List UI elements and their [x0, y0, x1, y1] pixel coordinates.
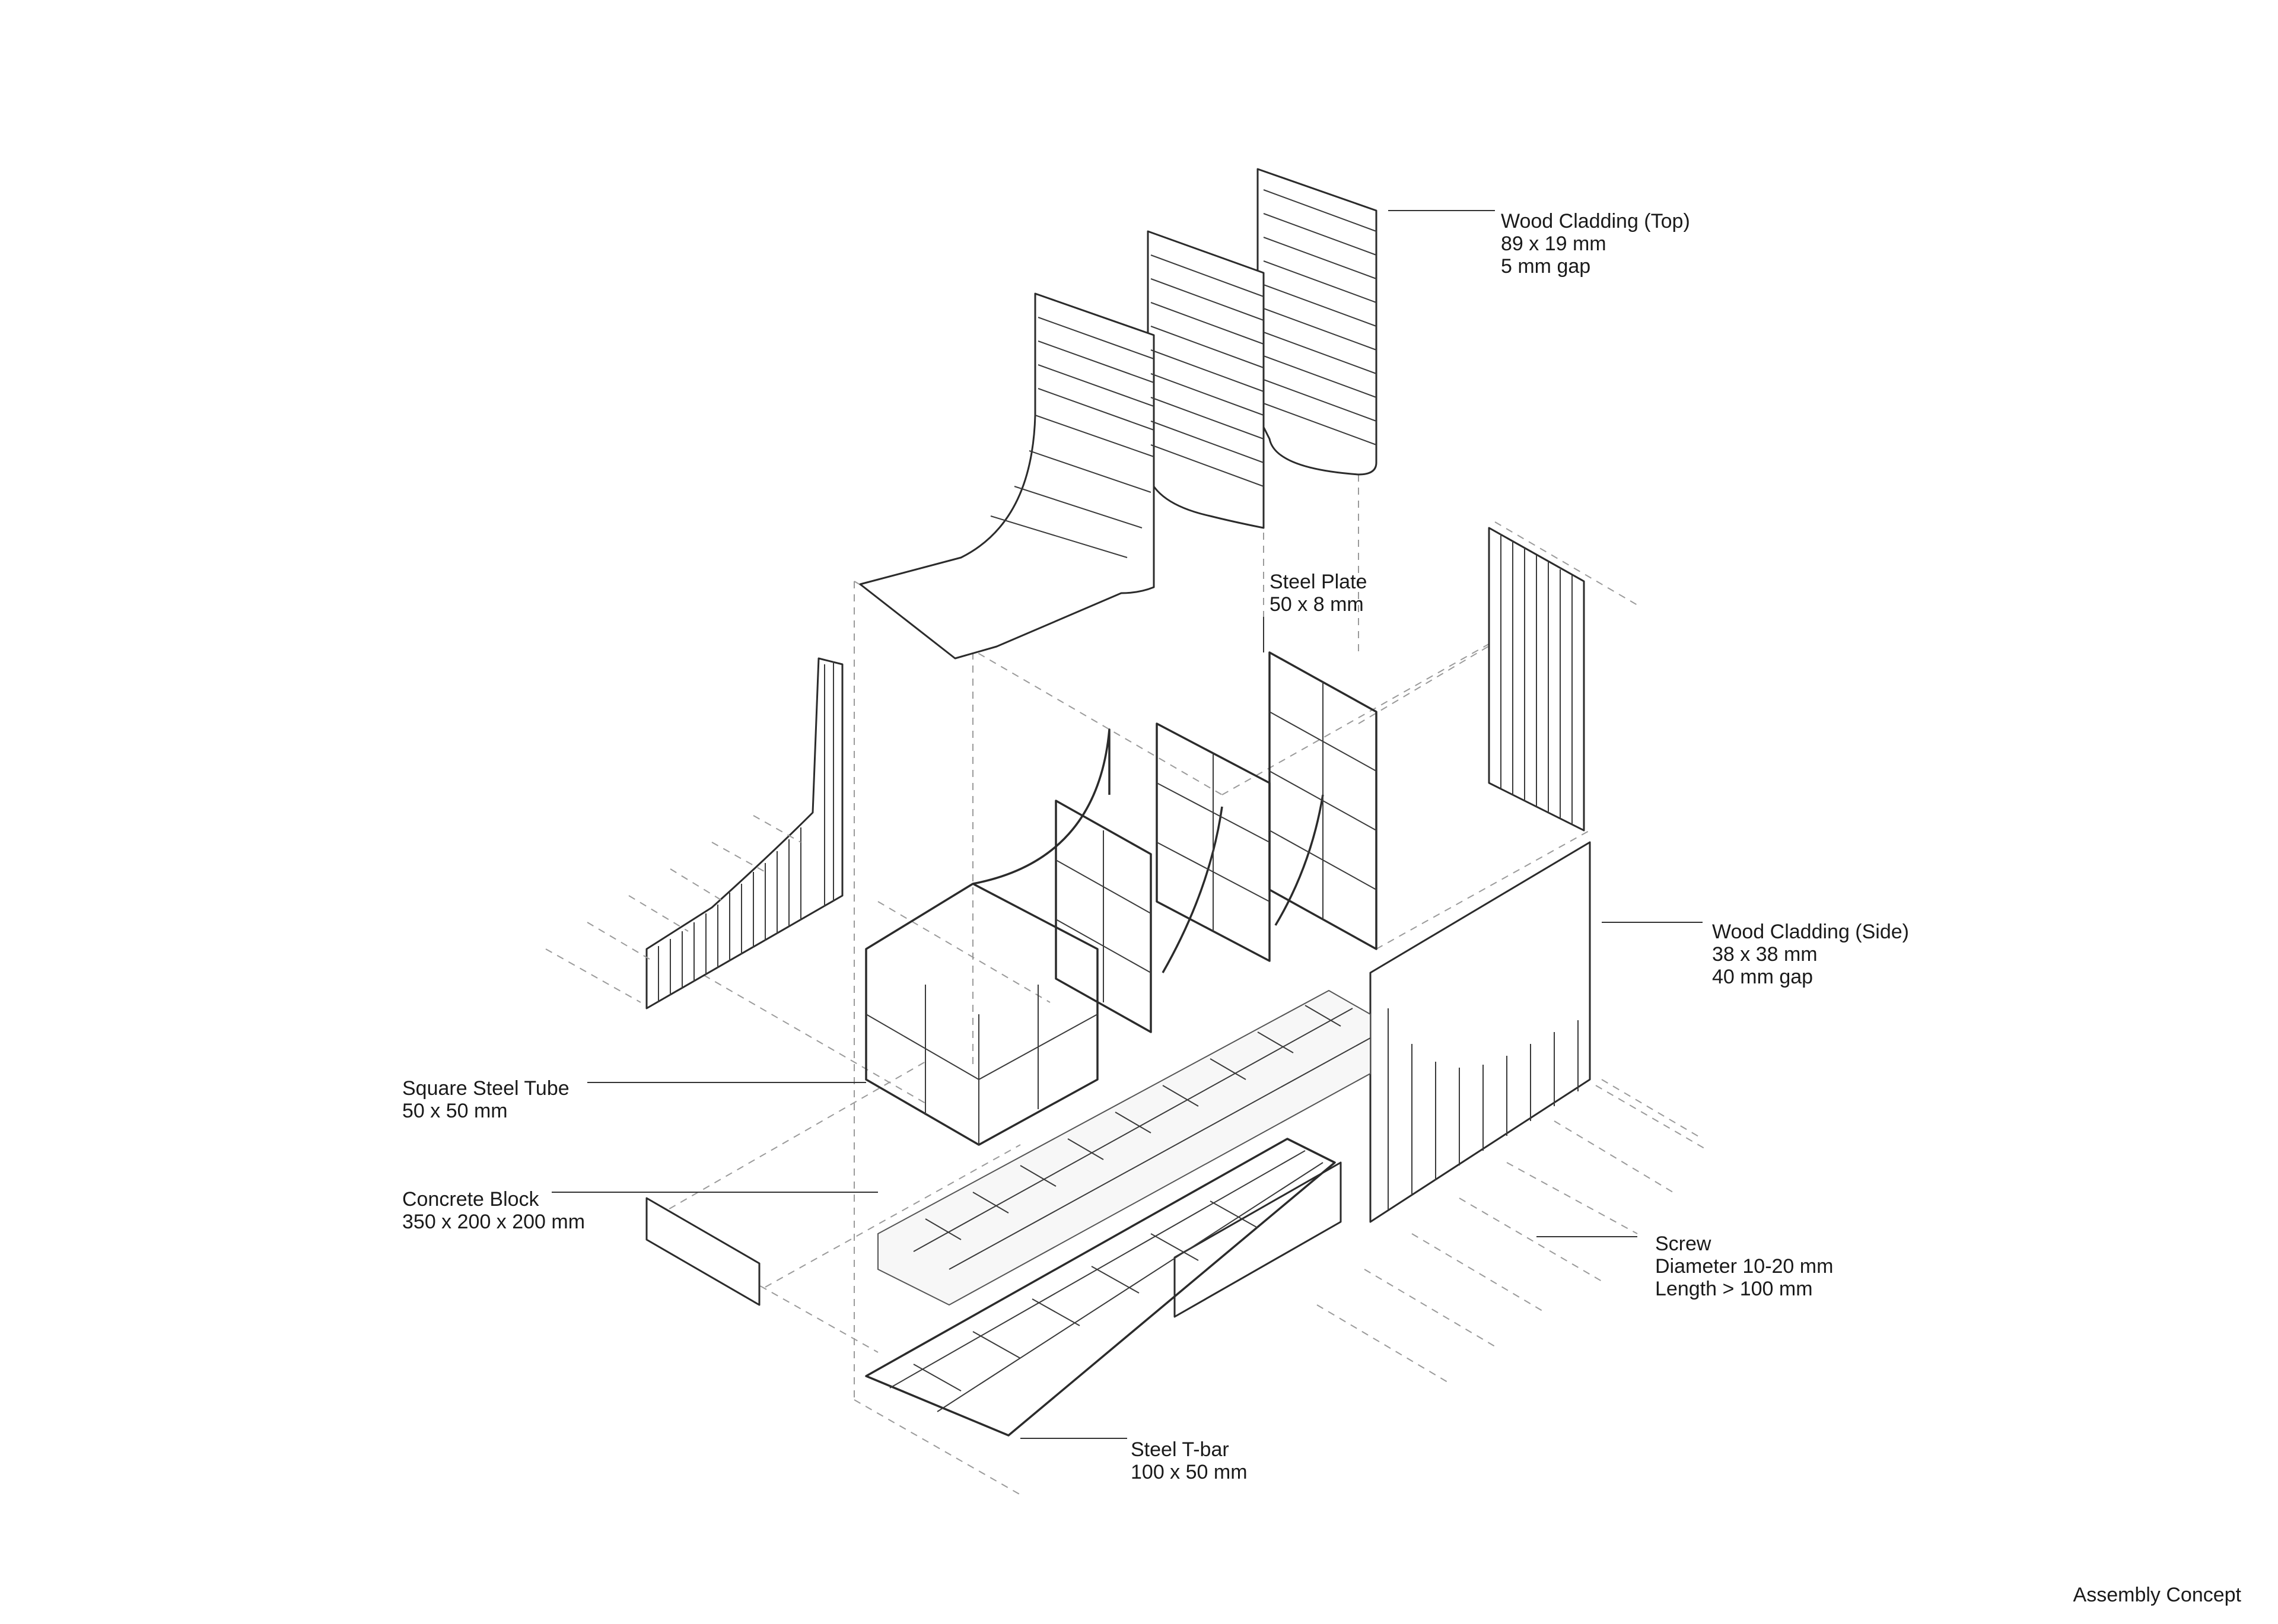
label-screw-diameter: Diameter 10-20 mm: [1655, 1255, 1834, 1278]
label-wood-cladding-top-title: Wood Cladding (Top): [1501, 210, 1690, 233]
wood-cladding-top: [859, 168, 1377, 660]
steel-t-bar-base: [865, 1138, 1336, 1437]
label-concrete-block: Concrete Block 350 x 200 x 200 mm: [402, 1188, 585, 1233]
label-wood-cladding-top-gap: 5 mm gap: [1501, 255, 1591, 278]
label-steel-t-bar-title: Steel T-bar: [1131, 1438, 1229, 1461]
label-steel-t-bar-dim: 100 x 50 mm: [1131, 1461, 1248, 1483]
leader-lines: [552, 210, 1703, 1439]
label-concrete-block-dim: 350 x 200 x 200 mm: [402, 1211, 586, 1233]
label-steel-plate-title: Steel Plate: [1270, 571, 1367, 593]
wood-cladding-side-right: [1369, 527, 1591, 1223]
label-square-steel-tube: Square Steel Tube 50 x 50 mm: [402, 1077, 570, 1122]
label-wood-cladding-side-gap: 40 mm gap: [1712, 966, 1814, 988]
label-square-steel-tube-dim: 50 x 50 mm: [402, 1100, 508, 1122]
label-screw: Screw Diameter 10-20 mm Length > 100 mm: [1655, 1233, 1833, 1300]
square-steel-tube-frame: [865, 651, 1377, 1146]
label-concrete-block-title: Concrete Block: [402, 1188, 539, 1211]
label-steel-plate: Steel Plate 50 x 8 mm: [1270, 571, 1367, 616]
screws: [545, 815, 1709, 1383]
concrete-blocks: [877, 989, 1371, 1306]
label-wood-cladding-top: Wood Cladding (Top) 89 x 19 mm 5 mm gap: [1501, 210, 1690, 278]
wood-cladding-side-left: [645, 657, 844, 1010]
label-wood-cladding-top-dim: 89 x 19 mm: [1501, 233, 1606, 255]
label-steel-plate-dim: 50 x 8 mm: [1270, 593, 1364, 616]
label-steel-t-bar: Steel T-bar 100 x 50 mm: [1131, 1438, 1248, 1483]
label-wood-cladding-side: Wood Cladding (Side) 38 x 38 mm 40 mm ga…: [1712, 921, 1909, 988]
label-wood-cladding-side-dim: 38 x 38 mm: [1712, 943, 1818, 966]
footer-caption: Assembly Concept: [2073, 1584, 2241, 1606]
label-square-steel-tube-title: Square Steel Tube: [402, 1077, 570, 1100]
label-screw-title: Screw: [1655, 1233, 1711, 1255]
label-wood-cladding-side-title: Wood Cladding (Side): [1712, 921, 1909, 943]
wood-cladding-side-bottom: [645, 1161, 1342, 1318]
label-screw-length: Length > 100 mm: [1655, 1278, 1813, 1300]
